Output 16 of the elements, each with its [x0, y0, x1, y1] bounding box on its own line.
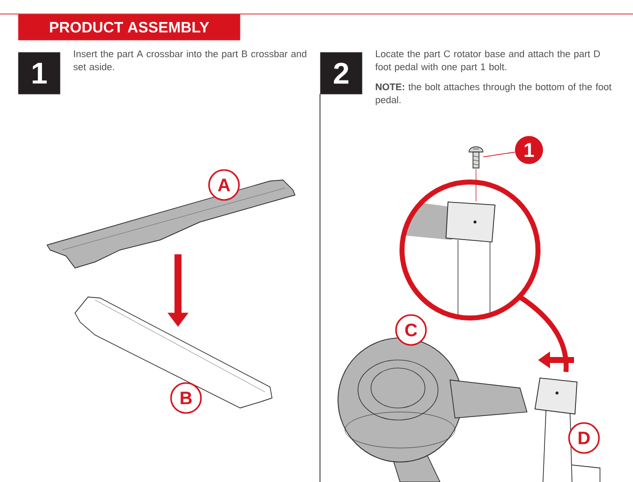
step-number: 1	[18, 52, 60, 94]
callout-number: 1	[515, 136, 543, 164]
part-label: B	[170, 382, 202, 414]
instruction-text: Insert the part A crossbar into the part B crossbar and set aside.	[73, 50, 306, 70]
crossbar-drawing	[46, 180, 296, 268]
part-label: A	[208, 169, 240, 201]
bolt-drawing	[468, 146, 484, 168]
instruction-text: NOTE: the bolt attaches through the bottom of the foot pedal.	[376, 83, 612, 106]
crossbar-drawing	[74, 296, 272, 408]
part-label: D	[568, 422, 600, 454]
leader-line	[482, 152, 516, 158]
part-label: C	[395, 314, 427, 346]
pedal-cap-drawing	[446, 202, 496, 242]
step-number: 2	[320, 52, 362, 94]
title-banner: PRODUCT ASSEMBLY	[18, 14, 240, 40]
instruction-text: Locate the part C rotator base and attach the part D foot pedal with one part 1 bolt.	[375, 50, 600, 72]
